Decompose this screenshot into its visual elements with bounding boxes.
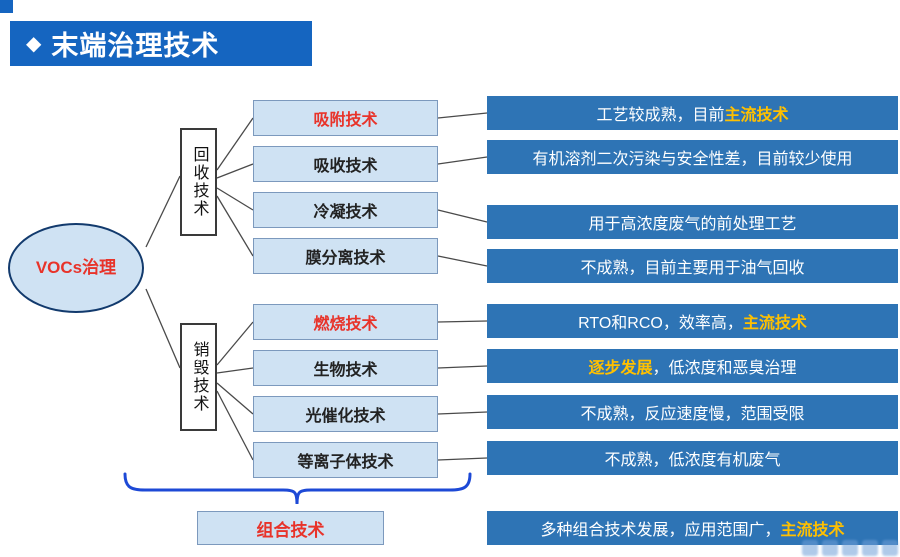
desc-box-adsorption: 工艺较成熟，目前主流技术 [487,96,898,130]
desc-text: 多种组合技术发展，应用范围广， [540,522,781,539]
desc-text: 用于高浓度废气的前处理工艺 [588,216,797,233]
title-bar: ◆ 末端治理技术 [10,21,312,66]
desc-text: 不成熟，反应速度慢，范围受限 [580,406,805,423]
category-box-destruction: 销毁技术 [180,323,217,431]
desc-text: 有机溶剂二次污染与安全性差，目前较少使用 [532,151,853,168]
corner-accent [0,0,13,13]
desc-highlight: 主流技术 [780,522,845,539]
desc-text: ，低浓度和恶臭治理 [652,360,797,377]
desc-box-condensation: 用于高浓度废气的前处理工艺 [487,205,898,239]
desc-box-absorption: 有机溶剂二次污染与安全性差，目前较少使用 [487,140,898,174]
desc-box-photocatalytic: 不成熟，反应速度慢，范围受限 [487,395,898,429]
tech-box-plasma: 等离子体技术 [253,442,438,478]
tech-box-combustion: 燃烧技术 [253,304,438,340]
desc-box-membrane: 不成熟，目前主要用于油气回收 [487,249,898,283]
desc-text: 不成熟，低浓度有机废气 [604,452,781,469]
tech-box-photocatalytic: 光催化技术 [253,396,438,432]
desc-box-biological: 逐步发展，低浓度和恶臭治理 [487,349,898,383]
category-box-recovery: 回收技术 [180,128,217,236]
desc-box-combustion: RTO和RCO，效率高，主流技术 [487,304,898,338]
desc-box-plasma: 不成熟，低浓度有机废气 [487,441,898,475]
tech-box-adsorption: 吸附技术 [253,100,438,136]
page-title: 末端治理技术 [51,31,220,61]
desc-text: RTO和RCO，效率高， [578,315,743,332]
diamond-icon: ◆ [26,32,42,55]
combo-tech-box: 组合技术 [197,511,384,545]
tech-box-membrane: 膜分离技术 [253,238,438,274]
desc-text: 不成熟，目前主要用于油气回收 [580,260,805,277]
watermark-fragment [802,540,898,557]
root-node-vocs: VOCs治理 [8,223,144,313]
desc-highlight: 逐步发展 [588,360,653,377]
tech-box-biological: 生物技术 [253,350,438,386]
desc-box-combo: 多种组合技术发展，应用范围广，主流技术 [487,511,898,545]
brace [123,472,472,505]
desc-highlight: 主流技术 [742,315,807,332]
tech-box-condensation: 冷凝技术 [253,192,438,228]
desc-highlight: 主流技术 [724,107,789,124]
tech-box-absorption: 吸收技术 [253,146,438,182]
desc-text: 工艺较成熟，目前 [596,107,725,124]
